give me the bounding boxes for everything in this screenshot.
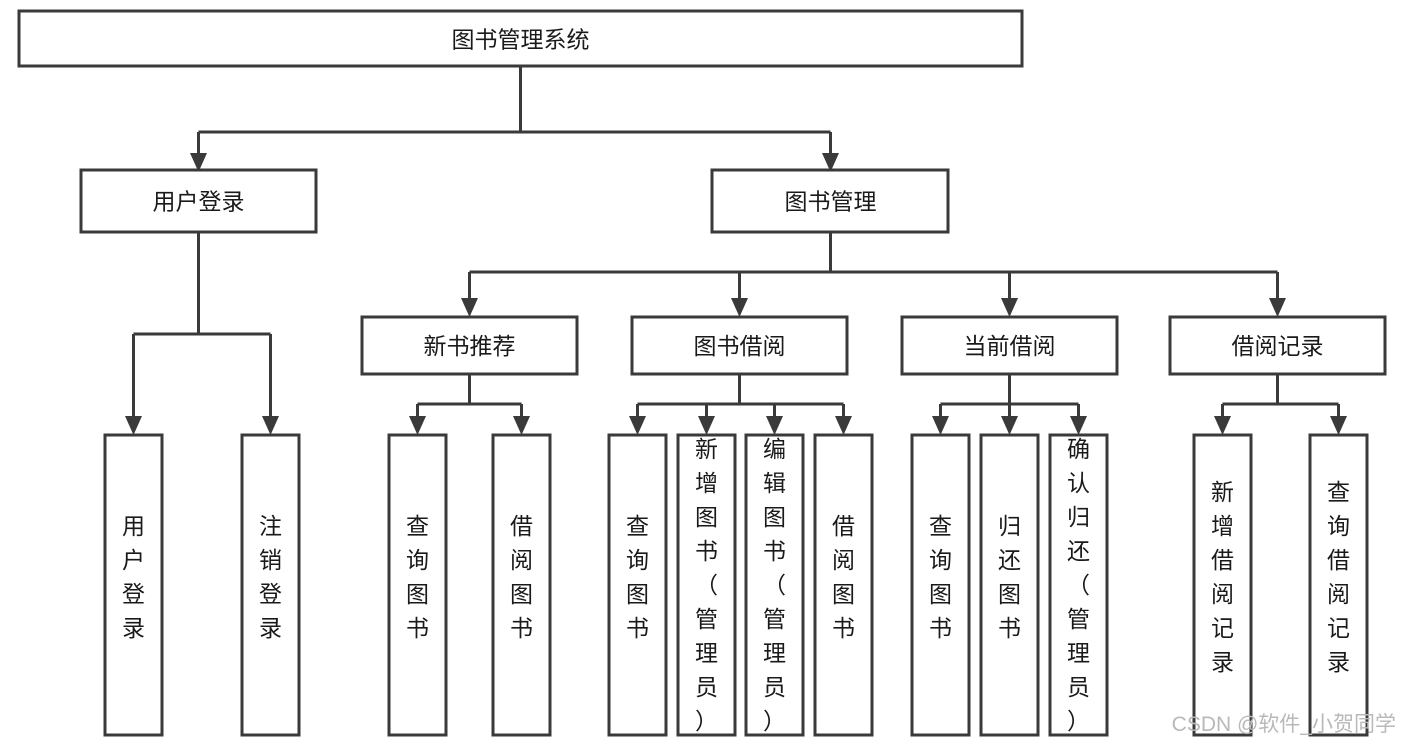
- node-current-borrow-label: 当前借阅: [964, 333, 1056, 359]
- node-leaf-add-book-label: 新增图书（管理员）: [695, 436, 718, 734]
- node-leaf-query-record-label: 查询借阅记录: [1327, 479, 1350, 675]
- node-leaf-query-book-2-label: 查询图书: [626, 513, 649, 641]
- node-leaf-return-book-label: 归还图书: [998, 513, 1021, 641]
- node-leaf-query-book-2[interactable]: 查询图书: [607, 433, 668, 737]
- node-current-borrow[interactable]: 当前借阅: [900, 315, 1119, 376]
- node-leaf-user-login-label: 用户登录: [122, 513, 145, 641]
- node-leaf-borrow-book-1[interactable]: 借阅图书: [491, 433, 552, 737]
- node-leaf-query-record[interactable]: 查询借阅记录: [1308, 433, 1369, 737]
- arrow-head-new-book-recommend: [461, 298, 478, 317]
- node-leaf-borrow-book-1-label: 借阅图书: [510, 513, 533, 641]
- node-leaf-query-book-1-label: 查询图书: [406, 513, 429, 641]
- node-leaf-return-book[interactable]: 归还图书: [979, 433, 1040, 737]
- node-book-borrow-box[interactable]: [630, 315, 849, 376]
- node-leaf-add-book-box[interactable]: [676, 433, 737, 737]
- arrow-head-leaf-add-record: [1214, 416, 1231, 435]
- node-book-borrow[interactable]: 图书借阅: [630, 315, 849, 376]
- arrow-head-leaf-user-logout: [262, 416, 279, 435]
- arrow-head-leaf-edit-book: [766, 416, 783, 435]
- arrow-head-leaf-query-book-1: [409, 416, 426, 435]
- arrow-head-leaf-borrow-book-2: [835, 416, 852, 435]
- arrow-head-leaf-query-record: [1330, 416, 1347, 435]
- arrow-head-leaf-return-book: [1001, 416, 1018, 435]
- arrow-head-book-borrow: [731, 298, 748, 317]
- node-leaf-confirm-return-box[interactable]: [1048, 433, 1109, 737]
- node-leaf-user-login-box[interactable]: [103, 433, 164, 737]
- connector-layer: [125, 66, 1347, 435]
- node-leaf-edit-book[interactable]: 编辑图书（管理员）: [744, 433, 805, 737]
- node-leaf-user-logout-label: 注销登录: [259, 513, 282, 641]
- arrow-head-leaf-query-book-3: [932, 416, 949, 435]
- node-leaf-query-book-3-label: 查询图书: [929, 513, 952, 641]
- node-title-label: 图书管理系统: [452, 27, 590, 53]
- node-leaf-query-book-2-box[interactable]: [607, 433, 668, 737]
- arrow-head-book-management: [822, 153, 839, 172]
- node-user-login[interactable]: 用户登录: [79, 168, 318, 234]
- node-borrow-record-label: 借阅记录: [1232, 333, 1324, 359]
- node-leaf-add-record-label: 新增借阅记录: [1211, 479, 1234, 675]
- node-new-book-recommend-label: 新书推荐: [424, 333, 516, 359]
- node-leaf-return-book-box[interactable]: [979, 433, 1040, 737]
- node-book-management-label: 图书管理: [785, 189, 877, 215]
- node-leaf-borrow-book-2-box[interactable]: [813, 433, 874, 737]
- arrow-head-borrow-record: [1269, 298, 1286, 317]
- arrow-head-current-borrow: [1001, 298, 1018, 317]
- node-leaf-edit-book-box[interactable]: [744, 433, 805, 737]
- node-leaf-query-record-box[interactable]: [1308, 433, 1369, 737]
- node-book-management-box[interactable]: [710, 168, 950, 234]
- arrow-head-leaf-borrow-book-1: [513, 416, 530, 435]
- node-leaf-user-logout-box[interactable]: [240, 433, 301, 737]
- node-leaf-add-record-box[interactable]: [1192, 433, 1253, 737]
- node-leaf-user-logout[interactable]: 注销登录: [240, 433, 301, 737]
- node-leaf-add-record[interactable]: 新增借阅记录: [1192, 433, 1253, 737]
- node-new-book-recommend-box[interactable]: [360, 315, 579, 376]
- arrow-head-leaf-add-book: [698, 416, 715, 435]
- node-leaf-confirm-return-label: 确认归还（管理员）: [1067, 436, 1090, 734]
- arrow-head-leaf-confirm-return: [1070, 416, 1087, 435]
- node-leaf-add-book[interactable]: 新增图书（管理员）: [676, 433, 737, 737]
- arrow-head-user-login: [190, 153, 207, 172]
- arrow-head-leaf-query-book-2: [629, 416, 646, 435]
- node-leaf-confirm-return[interactable]: 确认归还（管理员）: [1048, 433, 1109, 737]
- node-book-management[interactable]: 图书管理: [710, 168, 950, 234]
- arrow-head-leaf-user-login: [125, 416, 142, 435]
- node-borrow-record-box[interactable]: [1168, 315, 1387, 376]
- node-leaf-query-book-1-box[interactable]: [387, 433, 448, 737]
- node-current-borrow-box[interactable]: [900, 315, 1119, 376]
- node-user-login-box[interactable]: [79, 168, 318, 234]
- node-leaf-borrow-book-1-box[interactable]: [491, 433, 552, 737]
- node-new-book-recommend[interactable]: 新书推荐: [360, 315, 579, 376]
- node-borrow-record[interactable]: 借阅记录: [1168, 315, 1387, 376]
- node-leaf-borrow-book-2-label: 借阅图书: [832, 513, 855, 641]
- csdn-watermark: CSDN @软件_小贺同学: [1172, 713, 1396, 736]
- node-book-borrow-label: 图书借阅: [694, 333, 786, 359]
- node-leaf-user-login[interactable]: 用户登录: [103, 433, 164, 737]
- node-user-login-label: 用户登录: [153, 189, 245, 215]
- node-leaf-borrow-book-2[interactable]: 借阅图书: [813, 433, 874, 737]
- node-leaf-edit-book-label: 编辑图书（管理员）: [763, 436, 786, 734]
- node-leaf-query-book-3[interactable]: 查询图书: [910, 433, 971, 737]
- node-title-box[interactable]: [17, 9, 1024, 68]
- node-leaf-query-book-1[interactable]: 查询图书: [387, 433, 448, 737]
- node-leaf-query-book-3-box[interactable]: [910, 433, 971, 737]
- node-title[interactable]: 图书管理系统: [17, 9, 1024, 68]
